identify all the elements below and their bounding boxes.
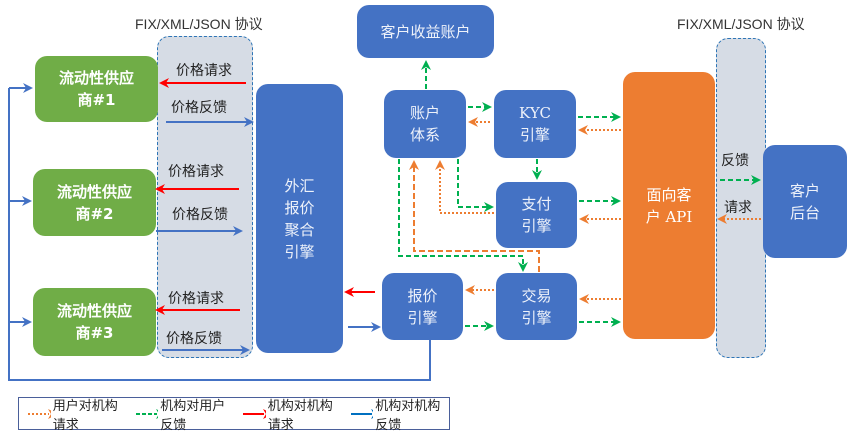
fx-quote-aggregation-engine[interactable]: 外汇 报价 聚合 引擎 (256, 84, 343, 353)
node-line: 客户 (789, 181, 820, 200)
node-line: 报价 (407, 286, 438, 305)
provider-name-line2: 商#2 (75, 204, 114, 223)
legend-item-org-feedback-user: 机构对用户反馈 (135, 395, 229, 433)
right-feedback-label: 反馈 (721, 153, 749, 169)
aggregator-line: 聚合 (284, 220, 315, 239)
node-line: 户 API (645, 207, 693, 226)
node-line: 引擎 (407, 308, 438, 327)
protocol-title-left: FIX/XML/JSON 协议 (135, 16, 263, 32)
solid-red-arrow-icon (243, 408, 266, 419)
account-system[interactable]: 账户体系 (384, 90, 466, 158)
protocol-title-right: FIX/XML/JSON 协议 (677, 16, 805, 32)
legend-label: 机构对机构请求 (267, 398, 333, 433)
node-line: 面向客 (646, 185, 692, 204)
solid-blue-arrow-icon (350, 408, 374, 419)
aggregator-line: 引擎 (284, 242, 315, 261)
legend-label: 机构对机构反馈 (375, 398, 441, 433)
price-feedback-label-3: 价格反馈 (166, 331, 222, 347)
dotted-orange-arrow-icon (28, 408, 51, 419)
provider-name-line2: 商#1 (77, 91, 116, 109)
right-request-label: 请求 (724, 200, 752, 216)
customer-income-account[interactable]: 客户收益账户 (357, 5, 494, 58)
aggregator-line: 报价 (284, 198, 315, 217)
liquidity-provider-3[interactable]: 流动性供应商#3 (33, 288, 156, 356)
dashed-green-arrow-icon (135, 408, 159, 419)
legend-item-org-request-org: 机构对机构请求 (242, 395, 336, 433)
legend-item-org-feedback-org: 机构对机构反馈 (350, 395, 444, 433)
price-request-label-3: 价格请求 (168, 291, 224, 307)
loop-quote-to-providers (8, 88, 431, 381)
protocol-channel-left (157, 36, 253, 358)
node-line: 支付 (521, 195, 552, 213)
client-backend[interactable]: 客户后台 (763, 145, 847, 258)
customer-account-label: 客户收益账户 (380, 22, 471, 41)
legend: 用户对机构请求 机构对用户反馈 机构对机构请求 机构对机构反馈 (18, 395, 450, 433)
quote-engine[interactable]: 报价引擎 (382, 273, 463, 340)
node-line: 体系 (409, 126, 440, 144)
legend-label: 用户对机构请求 (52, 398, 118, 433)
price-request-label-2: 价格请求 (168, 164, 224, 180)
legend-label: 机构对用户反馈 (160, 398, 226, 433)
price-request-label-1: 价格请求 (176, 63, 232, 79)
trade-engine[interactable]: 交易引擎 (496, 273, 577, 340)
price-feedback-label-2: 价格反馈 (172, 207, 228, 223)
payment-engine[interactable]: 支付引擎 (496, 182, 577, 248)
node-line: 引擎 (521, 308, 552, 327)
node-line: 引擎 (519, 126, 550, 144)
arrow-payment-to-account (435, 160, 494, 214)
arrow-account-to-trade (398, 159, 528, 272)
node-line: 后台 (789, 203, 820, 222)
provider-name-line1: 流动性供应 (56, 182, 132, 201)
liquidity-provider-1[interactable]: 流动性供应商#1 (35, 56, 158, 122)
kyc-engine[interactable]: KYC 引擎 (494, 90, 576, 158)
node-line: KYC (519, 104, 551, 122)
arrow-trade-to-account (409, 160, 540, 272)
node-line: 账户 (409, 104, 440, 122)
provider-name-line1: 流动性供应 (58, 69, 134, 87)
legend-item-user-request: 用户对机构请求 (27, 395, 121, 433)
arrow-account-to-payment (457, 159, 494, 212)
aggregator-line: 外汇 (284, 176, 315, 195)
provider-name-line2: 商#3 (75, 324, 114, 342)
node-line: 交易 (521, 286, 552, 305)
node-line: 引擎 (521, 217, 552, 235)
liquidity-provider-2[interactable]: 流动性供应商#2 (33, 169, 156, 236)
price-feedback-label-1: 价格反馈 (171, 100, 227, 116)
client-api[interactable]: 面向客户 API (623, 72, 715, 339)
provider-name-line1: 流动性供应 (56, 302, 132, 320)
